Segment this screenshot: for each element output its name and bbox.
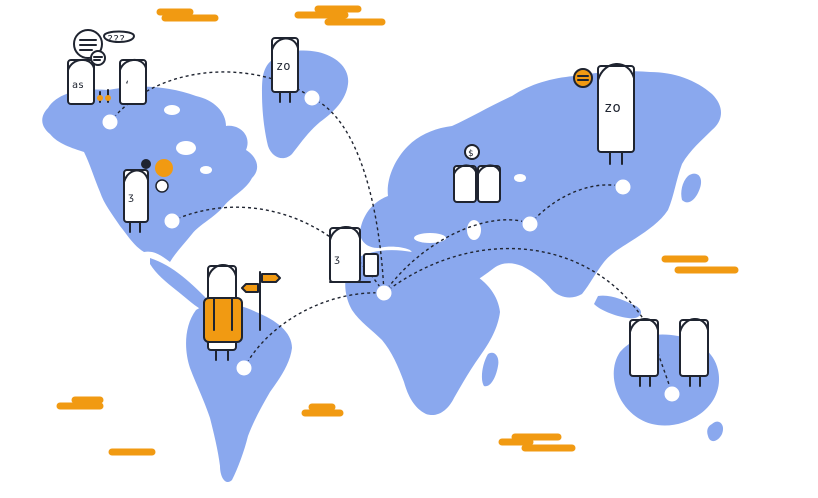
coin-symbol: $ [468, 149, 473, 159]
nodes [101, 89, 681, 403]
svg-text:ʒ: ʒ [128, 192, 134, 203]
se-asia-islands [594, 295, 642, 319]
central-america [150, 258, 211, 311]
dot-icon [141, 159, 151, 169]
cloud-icon [301, 403, 344, 417]
map-node[interactable] [303, 89, 321, 107]
characters-australia [629, 318, 709, 387]
japan [681, 173, 702, 203]
cloud-icon [661, 255, 739, 274]
backpack-icon [203, 297, 243, 343]
map-node[interactable] [663, 385, 681, 403]
characters-talking: as ʻ ??? [67, 29, 147, 105]
character-europe: ʒ [329, 226, 379, 283]
map-node[interactable] [163, 212, 181, 230]
map-node[interactable] [235, 359, 253, 377]
characters: as ʻ ??? zo [67, 29, 709, 387]
svg-text:ʻ: ʻ [124, 79, 130, 91]
character-north-america: ʒ [123, 159, 173, 233]
map-node[interactable] [614, 178, 632, 196]
characters-asia: $ [453, 144, 501, 203]
map-node[interactable] [521, 215, 539, 233]
north-america [42, 86, 258, 262]
clouds [56, 5, 739, 456]
dot-icon [155, 159, 173, 177]
chat-bubble-icon [90, 50, 106, 66]
phone-icon [363, 253, 379, 277]
new-zealand [707, 421, 724, 442]
cloud-icon [156, 8, 219, 22]
character-backpacker [203, 264, 281, 361]
dot-icon [155, 179, 169, 193]
character-russia: zo [573, 63, 635, 165]
cloud-icon [294, 5, 386, 26]
lakes [164, 105, 526, 243]
madagascar [481, 352, 499, 387]
route [109, 71, 313, 123]
cloud-icon [56, 396, 104, 410]
map-node[interactable] [375, 284, 393, 302]
chat-bubble-icon [573, 68, 593, 88]
svg-text:zo: zo [604, 100, 621, 116]
route [383, 219, 531, 294]
route [383, 247, 651, 331]
cloud-icon [498, 433, 576, 452]
svg-text:zo: zo [276, 59, 290, 73]
bubble-question-text: ??? [107, 34, 125, 45]
character-greenland: zo [271, 37, 299, 103]
coin-icon: $ [464, 144, 480, 160]
signpost-icon [241, 271, 281, 331]
map-node[interactable] [101, 113, 119, 131]
svg-text:ʒ: ʒ [334, 254, 340, 265]
route [243, 292, 385, 369]
svg-text:as: as [72, 80, 84, 91]
route [311, 97, 385, 294]
question-bubble-icon: ??? [103, 30, 135, 45]
